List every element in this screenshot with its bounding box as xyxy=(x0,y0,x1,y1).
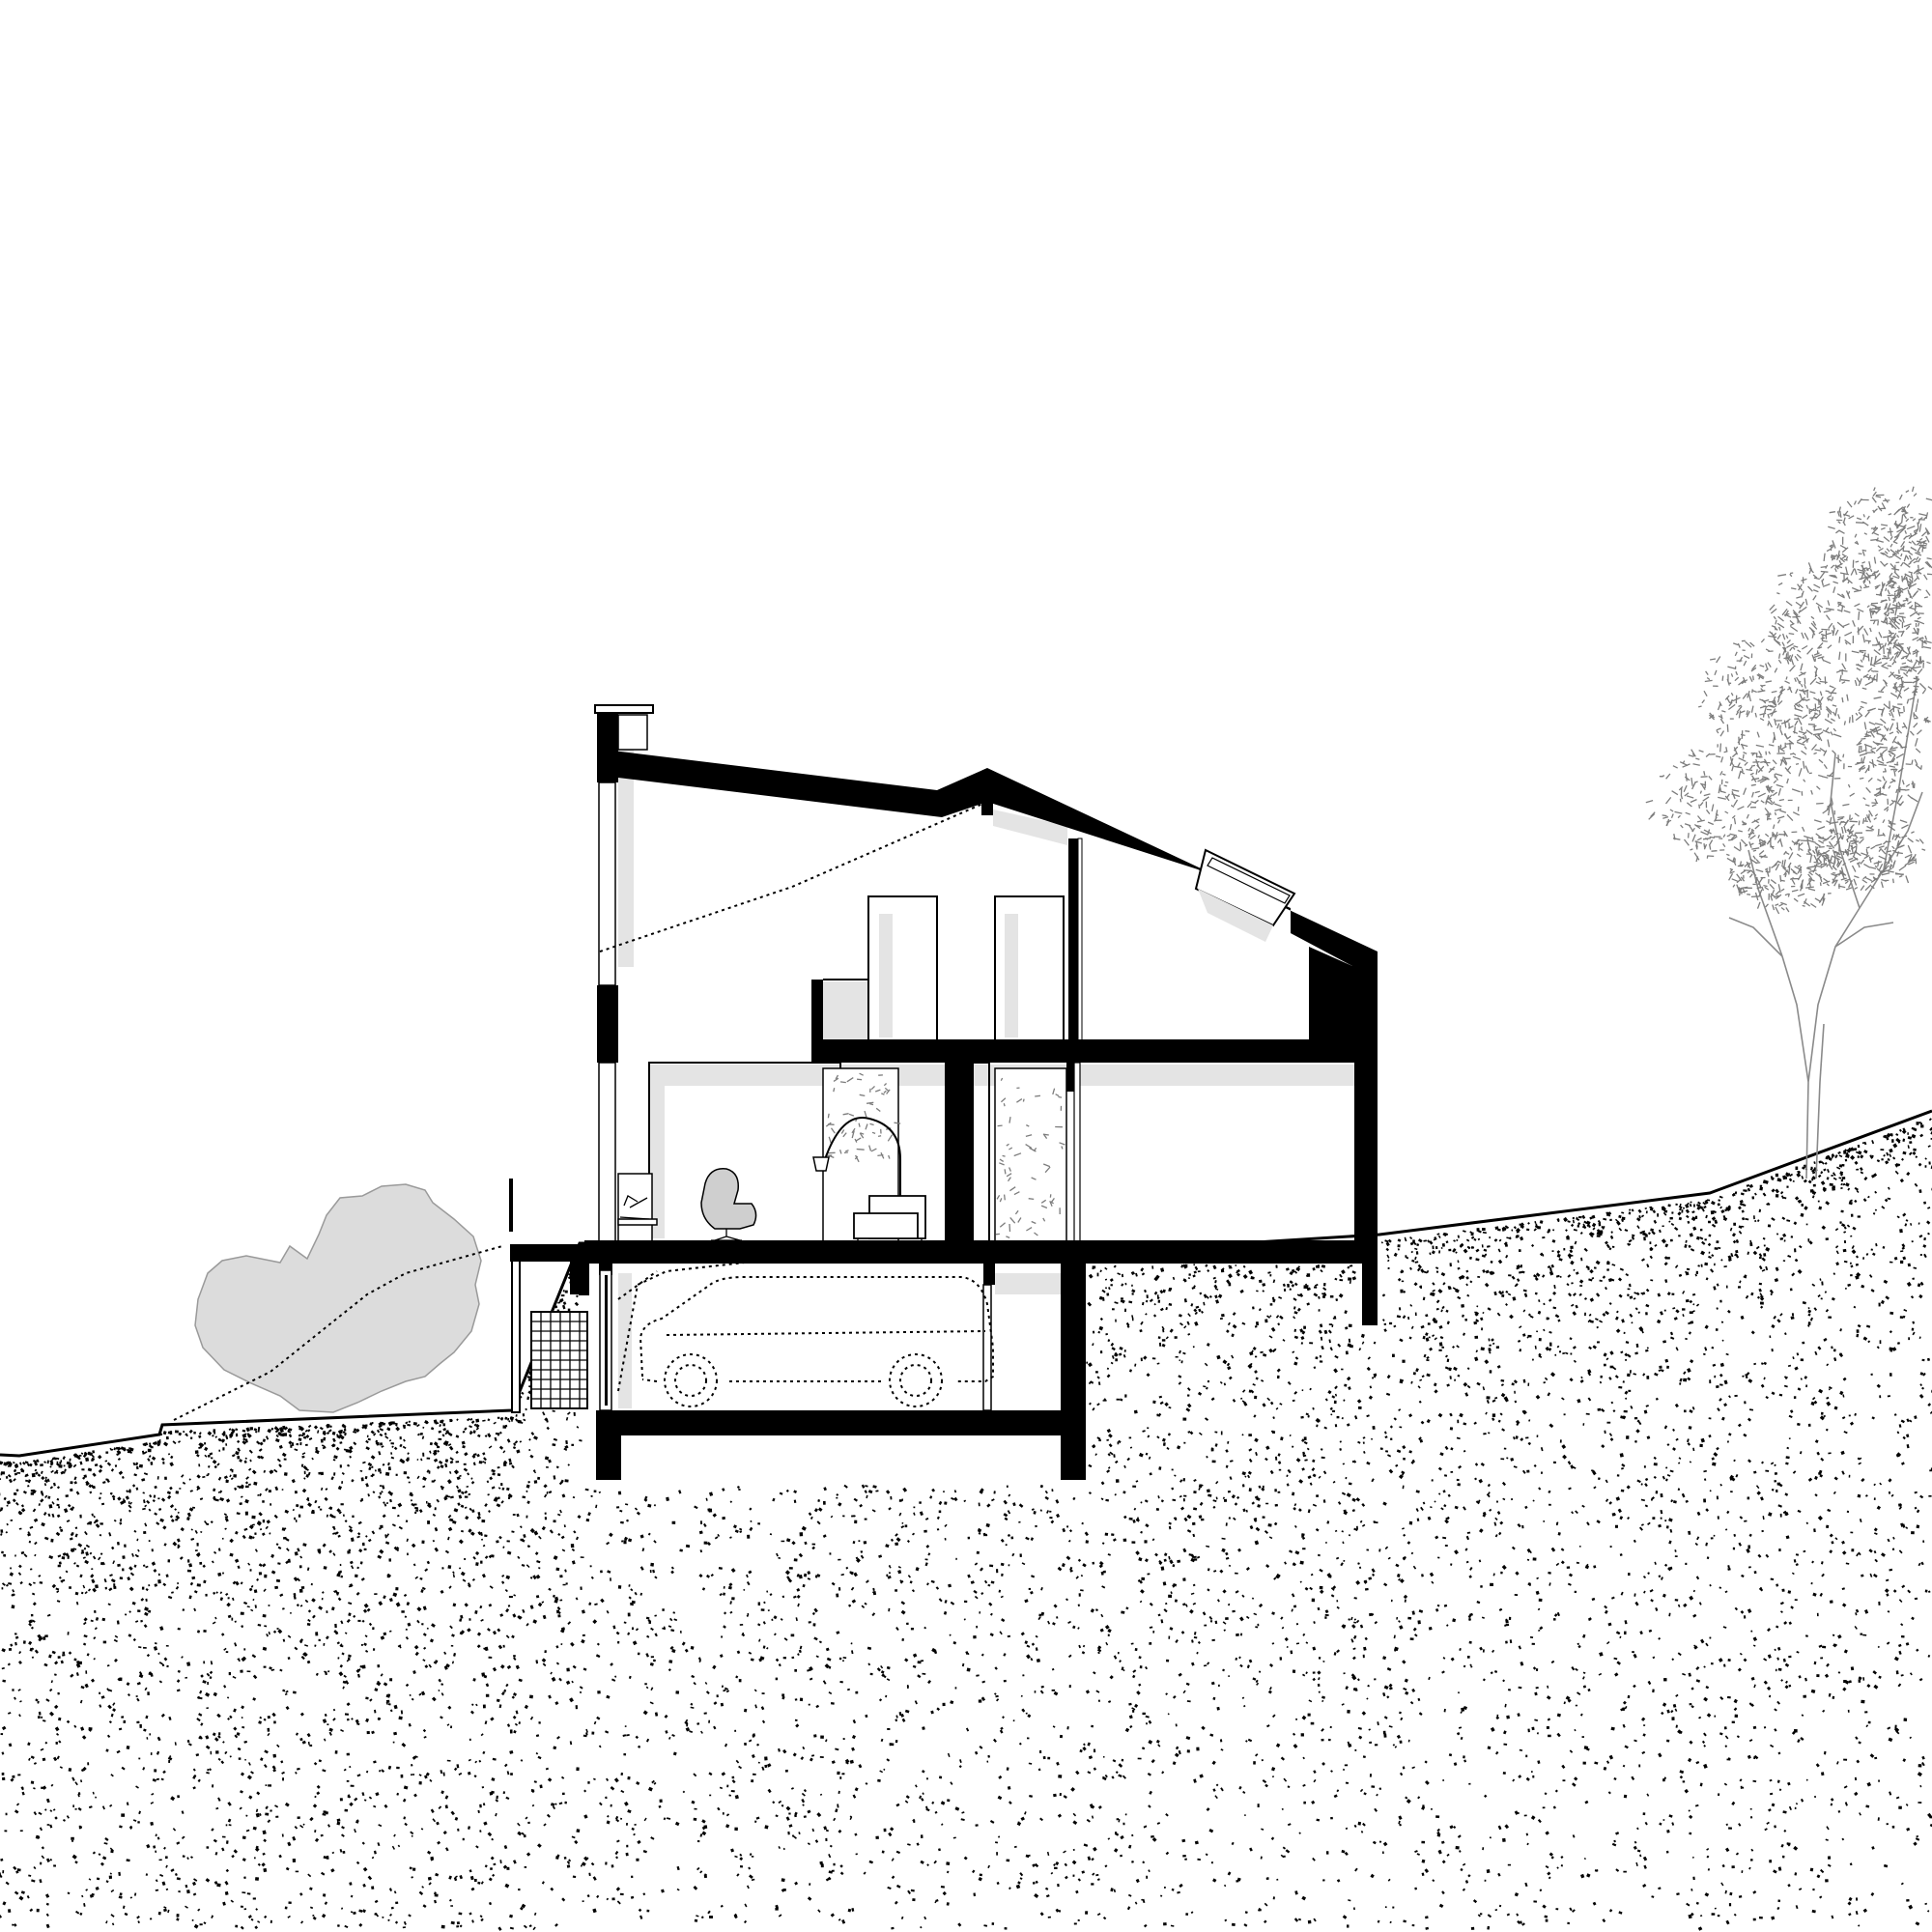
roof-slab xyxy=(597,749,1378,976)
console-table xyxy=(617,1218,658,1226)
entrance-post xyxy=(509,1179,513,1232)
tree xyxy=(1645,486,1932,1179)
egg-chair-base xyxy=(711,1229,742,1241)
living-wall-shade xyxy=(649,1065,665,1238)
attic-knee-edge xyxy=(1351,965,1358,1040)
living-room xyxy=(617,1062,1081,1243)
attic-left-shade xyxy=(618,750,634,967)
bookshelf xyxy=(617,1173,653,1242)
upper-floor-slab-right xyxy=(1354,1039,1378,1242)
tree-foliage xyxy=(1645,486,1932,915)
entrance-lintel xyxy=(510,1244,587,1262)
column-light xyxy=(1073,1062,1081,1243)
car-rear-wheel xyxy=(889,1353,943,1407)
east-pier xyxy=(1362,1240,1378,1325)
garage-wall-shade xyxy=(618,1273,632,1408)
arc-lamp-shade xyxy=(812,1156,830,1172)
chimney-core xyxy=(945,1063,974,1242)
parked-car-outline xyxy=(639,1276,994,1407)
car-window-line xyxy=(666,1330,986,1336)
arc-lamp-arm xyxy=(822,1117,901,1236)
egg-chair-shell xyxy=(700,1168,757,1230)
shrub-hidden-line xyxy=(173,1245,503,1421)
car-rear-hub xyxy=(899,1364,932,1397)
facade-window-upper xyxy=(598,781,616,986)
garden-gate-grid xyxy=(531,1312,587,1408)
stair-shade xyxy=(821,981,869,1039)
garage-door-track xyxy=(617,1270,658,1300)
tree-trunk xyxy=(1728,675,1923,1179)
ridge-post xyxy=(981,802,993,815)
garage-floor-slab xyxy=(596,1410,1086,1435)
living-window-b xyxy=(994,1067,1067,1243)
facade-window-lower xyxy=(598,1062,616,1243)
car-front-hub xyxy=(674,1364,707,1397)
parapet xyxy=(597,713,618,752)
attic-closet-a xyxy=(867,895,938,1042)
attic-stair-post xyxy=(811,980,823,1043)
entrance xyxy=(509,1179,589,1413)
closet-a-shade xyxy=(879,914,893,1037)
soil-stipple xyxy=(0,1118,1932,1931)
skylight-well xyxy=(1198,889,1273,942)
house xyxy=(584,704,1378,1480)
bookshelf-books xyxy=(617,1195,658,1226)
roof-hidden-line xyxy=(599,801,988,952)
garage-facade-mullion xyxy=(605,1275,608,1406)
skylight-glass xyxy=(1207,857,1291,904)
terrain xyxy=(0,1109,1932,1931)
upper-floor-slab xyxy=(811,1039,1378,1063)
garage-foundation-left xyxy=(596,1410,621,1480)
shrub-canopy xyxy=(194,1183,482,1413)
garage-right-shade xyxy=(995,1273,1061,1294)
sofa xyxy=(853,1195,926,1242)
basement-garage xyxy=(596,1261,1086,1480)
roof-ridge-lower xyxy=(1352,952,1378,1043)
car-body xyxy=(639,1276,994,1382)
egg-chair xyxy=(700,1168,757,1241)
sofa-seat xyxy=(853,1212,919,1239)
ground-slab-left xyxy=(584,1240,618,1262)
attic-partition-light xyxy=(1077,838,1083,1042)
closet-b-shade xyxy=(1005,914,1018,1037)
shrub xyxy=(173,1183,503,1421)
attic-skylight xyxy=(1194,848,1296,942)
facade-wall-mid xyxy=(597,985,618,1063)
car-front-wheel xyxy=(664,1353,718,1407)
garage-foundation-right xyxy=(1061,1410,1086,1480)
attic-partition xyxy=(1068,838,1078,1041)
entrance-wall xyxy=(511,1247,521,1413)
ground-floor-slab xyxy=(584,1240,1378,1264)
parapet-cap xyxy=(594,704,654,714)
window-reflections xyxy=(825,1072,1065,1239)
parapet-inner xyxy=(617,714,648,751)
attic-ceiling-shade xyxy=(993,810,1067,845)
garage-door-hidden-line xyxy=(617,1261,754,1392)
attic-knee-wall xyxy=(1309,947,1352,1040)
garage-ceiling-beam xyxy=(983,1262,995,1285)
